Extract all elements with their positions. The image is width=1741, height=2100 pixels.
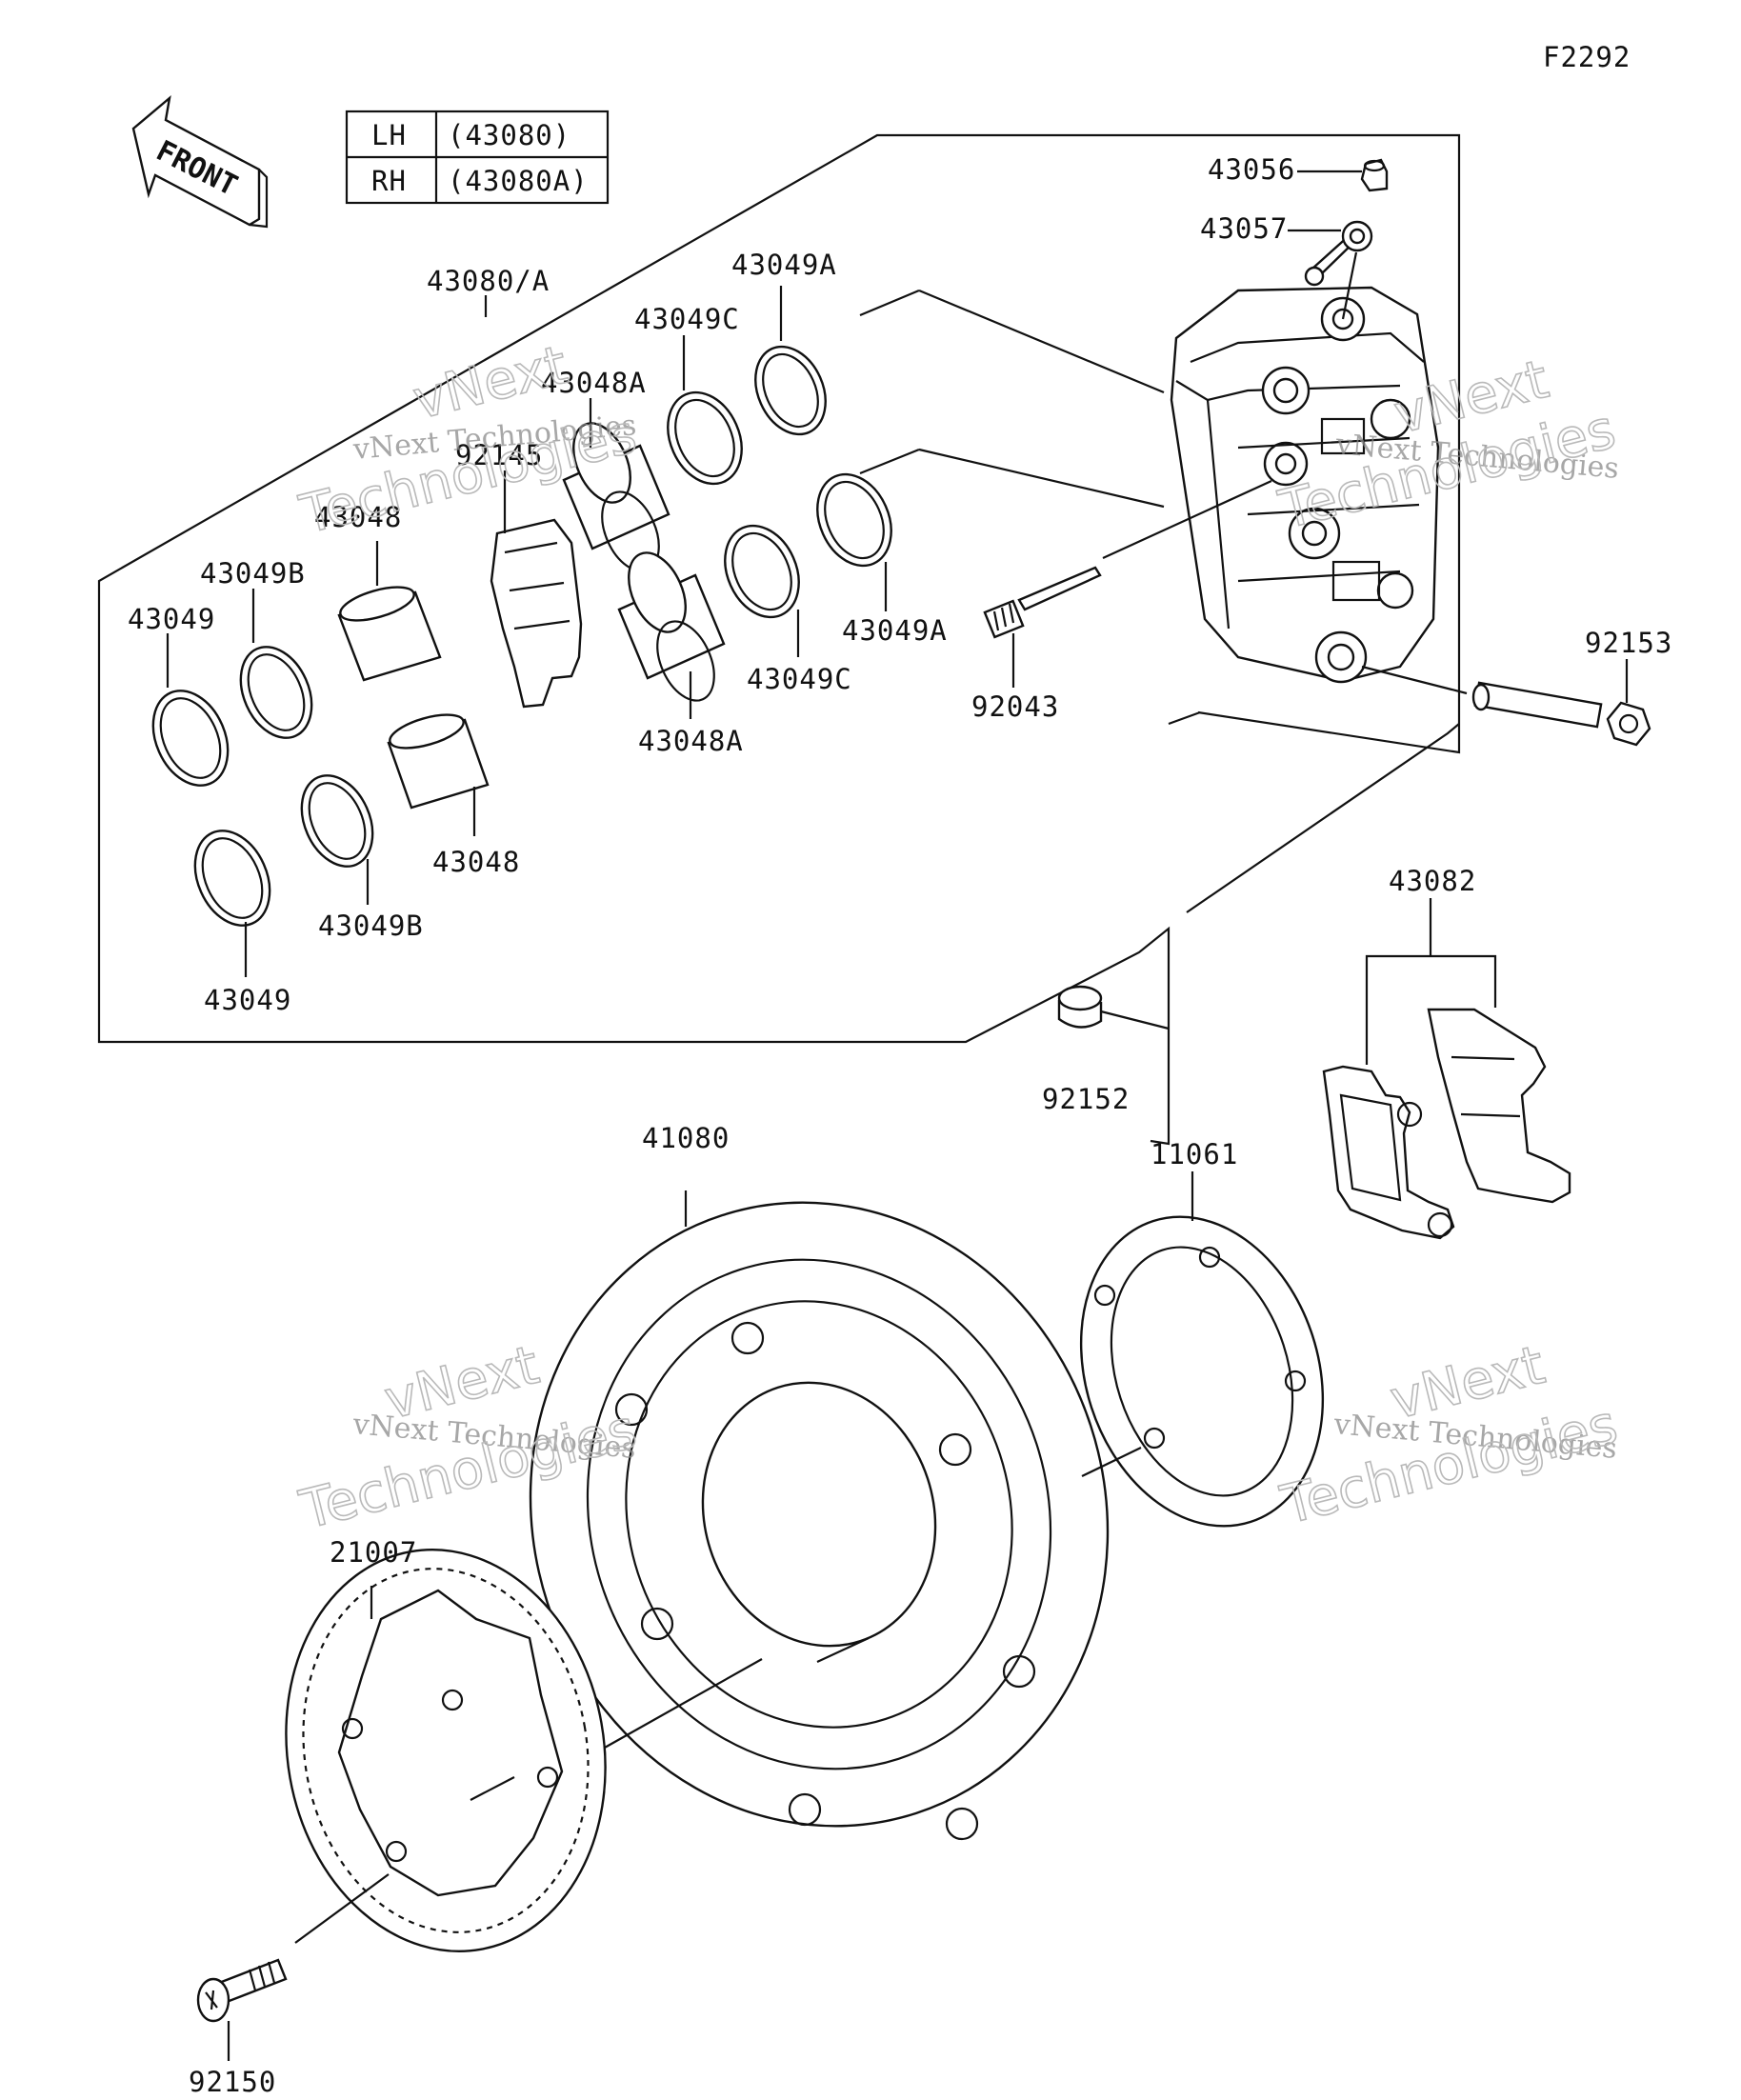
label-43057: 43057 [1200,212,1288,245]
label-11061: 11061 [1151,1138,1238,1170]
seal-43049-top [151,690,230,787]
seal-43049b-top [239,646,313,739]
label-21007: 21007 [330,1536,417,1569]
label-43080a: 43080/A [427,265,550,297]
bleeder-cap [1360,158,1389,192]
pad-spring [490,518,583,709]
label-43049a-mid: 43049A [842,614,948,647]
piston-43048a-top [562,422,670,572]
label-43049c-mid: 43049C [747,663,852,695]
brake-pad-set [1322,1008,1571,1240]
seal-43049c-mid [724,524,800,619]
collar [1057,985,1103,1029]
label-41080: 41080 [642,1122,730,1154]
seal-43049c-top [667,390,743,486]
seal-43049-bottom [193,830,271,927]
label-43049b-bottom: 43049B [318,910,424,942]
bleeder-screw [1304,220,1373,287]
disc-shim [1079,1215,1325,1528]
abs-rotor [285,1549,607,1952]
label-92153: 92153 [1585,627,1672,659]
label-43056: 43056 [1208,153,1295,186]
table-rh-side: RH [371,165,407,197]
pad-pin [983,566,1102,639]
label-43082: 43082 [1389,865,1476,897]
label-92152: 92152 [1042,1083,1130,1115]
label-43049a-top: 43049A [731,249,837,281]
seal-43049a-top [754,345,827,436]
label-92043: 92043 [971,690,1059,723]
brake-disc [529,1201,1110,1841]
disc-bolt [196,1958,288,2023]
assembly-boundary [97,133,1461,1146]
label-43048a-top: 43048A [541,367,647,399]
label-92145: 92145 [455,439,543,471]
table-rh-part: (43080A) [448,165,589,197]
table-lh-side: LH [371,119,407,151]
label-92150: 92150 [189,2066,276,2098]
side-table: LH (43080) RH (43080A) [345,110,610,205]
watermark-mid-right: vNext Technologies vNext Technologies [1274,1333,1624,1537]
front-arrow-icon: FRONT [131,94,269,229]
label-43048-bottom: 43048 [432,846,520,878]
label-43048a-bottom: 43048A [638,725,744,757]
figure-code: F2292 [1543,41,1631,73]
piston-43048-top [337,586,442,682]
piston-43048a-bottom [617,551,726,702]
seal-43049a-mid [816,472,892,568]
label-43049b-top: 43049B [200,557,306,590]
label-43049-top: 43049 [128,603,215,635]
label-43048-top: 43048 [314,501,402,533]
caliper-bolt [1471,681,1651,747]
table-lh-part: (43080) [448,119,570,151]
label-43049-bottom: 43049 [204,984,291,1016]
piston-43048-bottom [387,713,490,810]
seal-43049b-bottom [300,774,374,868]
label-43049c-top: 43049C [634,303,740,335]
